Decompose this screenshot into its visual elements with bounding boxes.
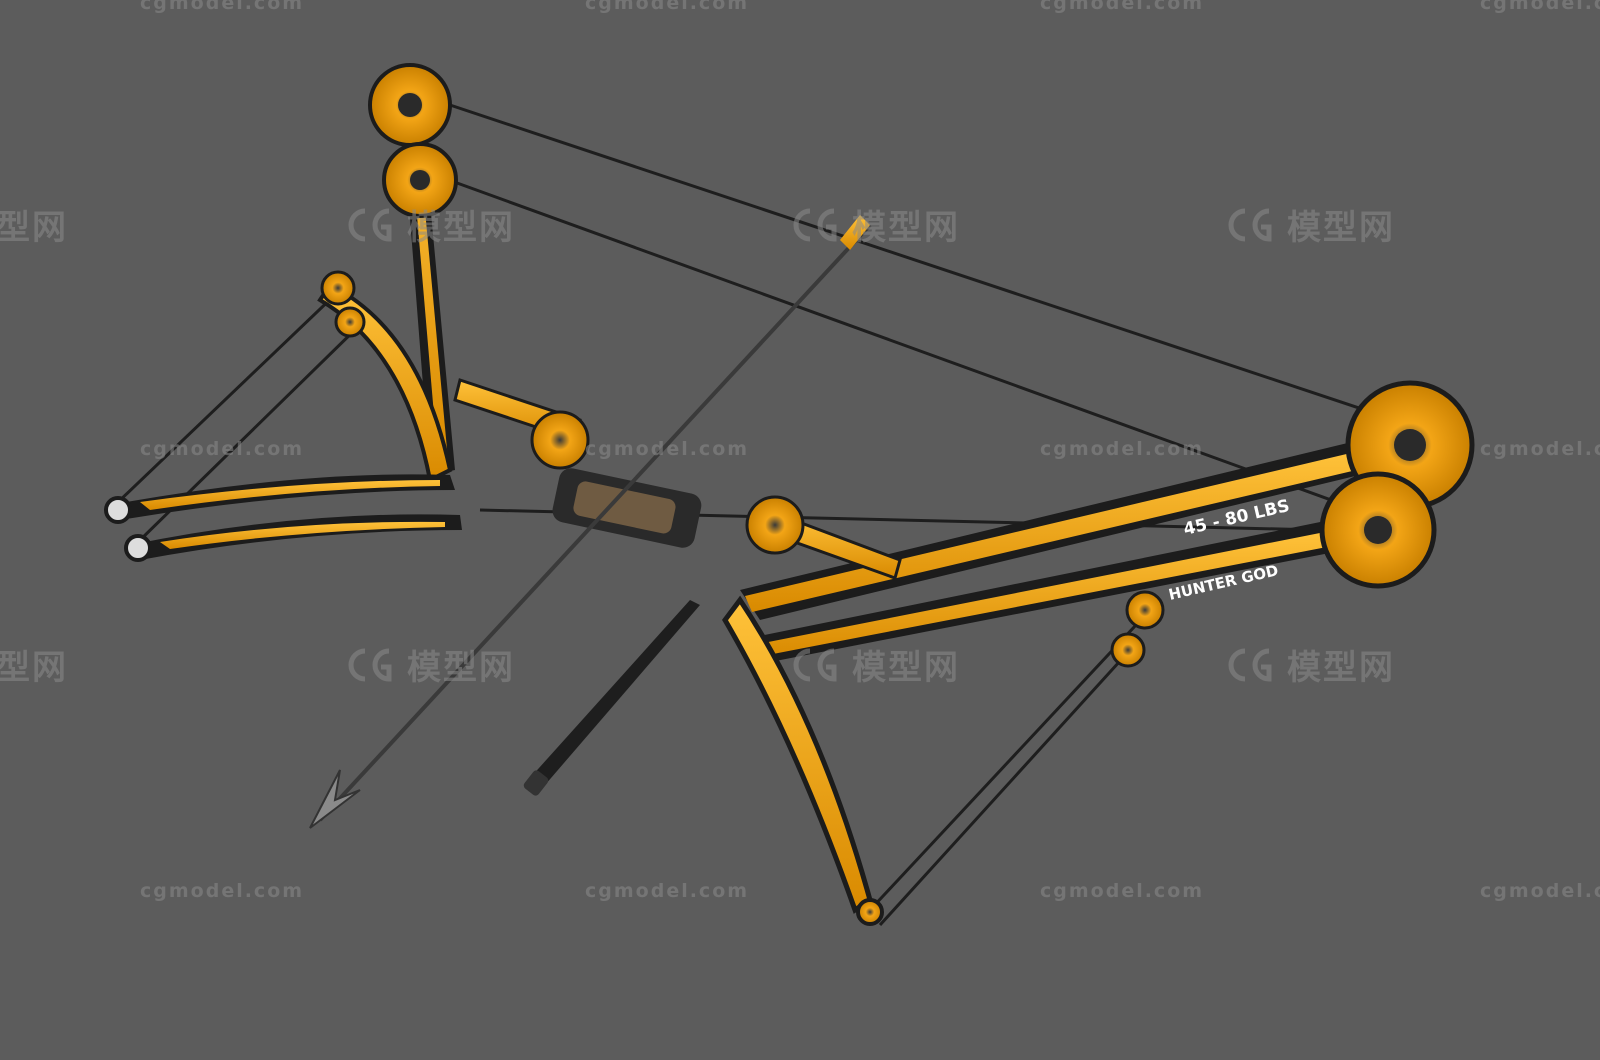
logo-text: 模型网 bbox=[0, 648, 68, 688]
watermark-logo: 模型网 bbox=[0, 640, 68, 689]
arrow bbox=[309, 215, 872, 829]
watermark-logo: 模型网 bbox=[790, 640, 960, 689]
watermark-url: cgmodel.com bbox=[1480, 0, 1600, 14]
watermark-logo: 模型网 bbox=[1225, 640, 1395, 689]
cg-logo-icon bbox=[790, 647, 842, 683]
cg-logo-icon bbox=[1225, 207, 1277, 243]
watermark-logo: 模型网 bbox=[345, 640, 515, 689]
logo-text: 模型网 bbox=[852, 648, 960, 688]
logo-text: 模型网 bbox=[407, 208, 515, 248]
logo-text: 模型网 bbox=[1287, 648, 1395, 688]
watermark-url: cgmodel.com bbox=[1040, 438, 1205, 460]
watermark-url: cgmodel.com bbox=[1480, 438, 1600, 460]
watermark-url: cgmodel.com bbox=[1480, 880, 1600, 902]
riser bbox=[453, 378, 902, 580]
stabilizer bbox=[523, 600, 700, 796]
watermark-url: cgmodel.com bbox=[585, 0, 750, 14]
logo-text: 模型网 bbox=[407, 648, 515, 688]
watermark-url: cgmodel.com bbox=[585, 880, 750, 902]
cg-logo-icon bbox=[345, 207, 397, 243]
logo-text: 模型网 bbox=[852, 208, 960, 248]
watermark-url: cgmodel.com bbox=[140, 880, 305, 902]
watermark-url: cgmodel.com bbox=[140, 0, 305, 14]
watermark-logo: 模型网 bbox=[0, 200, 68, 249]
logo-text: 模型网 bbox=[1287, 208, 1395, 248]
watermark-url: cgmodel.com bbox=[1040, 0, 1205, 14]
logo-text: 模型网 bbox=[0, 208, 68, 248]
watermark-logo: 模型网 bbox=[345, 200, 515, 249]
watermark-url: cgmodel.com bbox=[140, 438, 305, 460]
cg-logo-icon bbox=[790, 207, 842, 243]
cg-logo-icon bbox=[1225, 647, 1277, 683]
watermark-logo: 模型网 bbox=[790, 200, 960, 249]
lower-limb bbox=[722, 440, 1380, 914]
cg-logo-icon bbox=[345, 647, 397, 683]
watermark-url: cgmodel.com bbox=[1040, 880, 1205, 902]
watermark-logo: 模型网 bbox=[1225, 200, 1395, 249]
cam-wheels bbox=[104, 63, 1475, 926]
watermark-url: cgmodel.com bbox=[585, 438, 750, 460]
